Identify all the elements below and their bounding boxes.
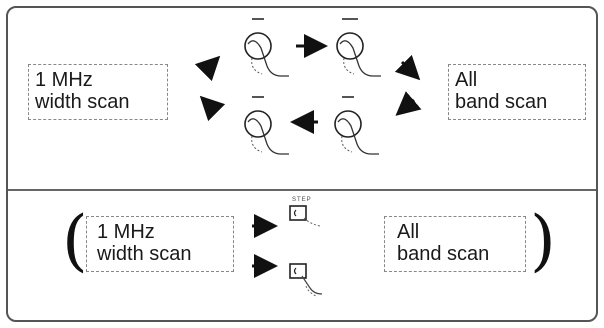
finger-press-icon (244, 110, 289, 155)
diagram-frame (6, 6, 598, 322)
top-left-line2: width scan (35, 91, 130, 113)
top-right-line1: All (455, 69, 478, 91)
button-caption-marks (252, 18, 358, 98)
step-key-caption: STEP (292, 197, 312, 203)
bottom-right-line1: All (397, 221, 420, 243)
right-parenthesis-icon: ) (530, 202, 556, 279)
section-divider (8, 189, 596, 191)
bottom-left-line2: width scan (97, 243, 192, 265)
arrow-icon (395, 91, 422, 116)
bottom-right-line2: band scan (397, 243, 490, 265)
bottom-left-line1: 1 MHz (97, 221, 155, 243)
finger-press-icon (334, 110, 379, 155)
arrow-icon (394, 54, 421, 81)
bottom-1mhz-width-scan-box: 1 MHz width scan (86, 216, 234, 272)
top-1mhz-width-scan-box: 1 MHz width scan (28, 64, 168, 120)
finger-press-icon (336, 32, 381, 77)
left-parenthesis-icon: ( (62, 202, 88, 279)
arrow-icon (194, 55, 221, 82)
arrow-icon (199, 95, 226, 122)
cycle-arrows (194, 34, 422, 134)
step-key-icon (289, 263, 323, 297)
bottom-all-band-scan-box: All band scan (384, 216, 526, 272)
top-right-line2: band scan (455, 91, 548, 113)
top-all-band-scan-box: All band scan (448, 64, 586, 120)
finger-press-icon (244, 32, 289, 77)
top-left-line1: 1 MHz (35, 69, 93, 91)
step-key-icon (289, 205, 321, 227)
bottom-arrows (252, 214, 278, 278)
